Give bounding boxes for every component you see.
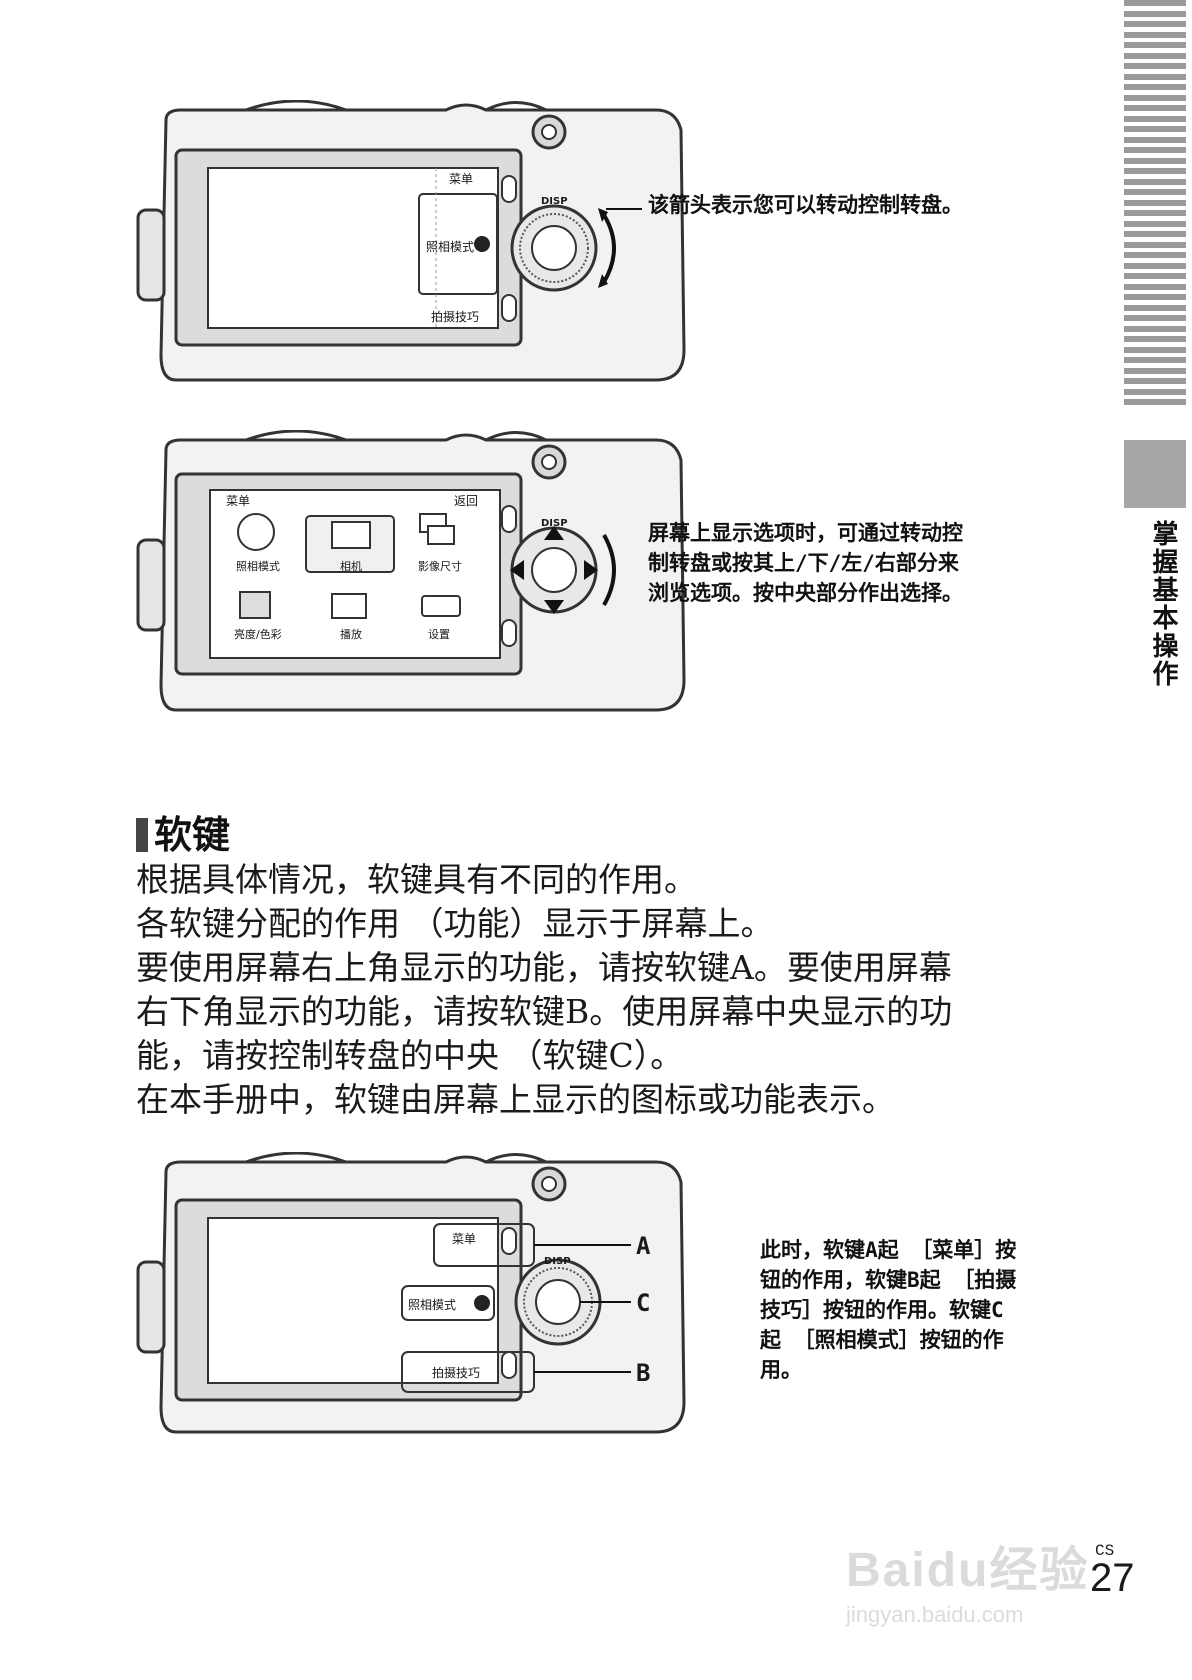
- soft-key-b-label: B: [636, 1359, 651, 1387]
- side-tab-block: [1124, 440, 1186, 508]
- section-body: 根据具体情况，软键具有不同的作用。 各软键分配的作用 （功能）显示于屏幕上。 要…: [136, 860, 953, 1119]
- menu-item-2: 相机: [340, 560, 362, 573]
- baidu-watermark: Baidu经验 jingyan.baidu.com: [846, 1530, 1096, 1640]
- screen-center-label: 照相模式: [426, 240, 475, 254]
- page-number: 27: [1090, 1556, 1135, 1600]
- edge-stripes: [1124, 0, 1186, 420]
- menu-item-4: 亮度/色彩: [234, 628, 282, 641]
- camera-figure-1: 菜单 照相模式 拍摄技巧 DISP: [136, 100, 696, 400]
- menu-item-3: 影像尺寸: [418, 560, 462, 573]
- soft-key-a-label: A: [636, 1232, 651, 1260]
- menu-header-right: 返回: [454, 494, 479, 508]
- callout-3: 此时，软键A起 ［菜单］按 钮的作用，软键B起 ［拍摄 技巧］按钮的作用。软键C…: [760, 1238, 1017, 1382]
- callout-2: 屏幕上显示选项时，可通过转动控 制转盘或按其上/下/左/右部分来 浏览选项。按中…: [648, 521, 963, 605]
- screen-center-label: 照相模式: [408, 1298, 457, 1312]
- dial-disp-label: DISP: [541, 518, 568, 529]
- dial-disp-label: DISP: [544, 1256, 571, 1267]
- screen-tips-label: 拍摄技巧: [431, 310, 480, 324]
- screen-tips-label: 拍摄技巧: [432, 1366, 481, 1380]
- menu-header-left: 菜单: [226, 494, 251, 508]
- callout-line-1: [606, 208, 642, 210]
- watermark-url: jingyan.baidu.com: [846, 1602, 1024, 1627]
- menu-item-6: 设置: [428, 628, 450, 641]
- section-title: 软键: [136, 804, 230, 859]
- watermark-brand: Baidu经验: [846, 1544, 1090, 1597]
- screen-menu-label: 菜单: [452, 1232, 477, 1246]
- title-bar-icon: [136, 818, 148, 852]
- side-tab-title: 掌握基本操作: [1148, 520, 1178, 688]
- callout-1: 该箭头表示您可以转动控制转盘。: [648, 193, 963, 217]
- menu-item-5: 播放: [340, 628, 362, 641]
- soft-key-c-label: C: [636, 1289, 651, 1317]
- camera-figure-3: 菜单 照相模式 拍摄技巧 DISP A C B: [136, 1152, 696, 1452]
- camera-figure-2: 菜单 返回 照相模式 相机 影像尺寸 亮度/色彩 播放 设置 DISP: [136, 430, 696, 730]
- dial-disp-label: DISP: [541, 196, 568, 207]
- menu-item-1: 照相模式: [236, 560, 280, 573]
- page-lang-code: CS: [1095, 1542, 1115, 1560]
- screen-menu-label: 菜单: [449, 172, 474, 186]
